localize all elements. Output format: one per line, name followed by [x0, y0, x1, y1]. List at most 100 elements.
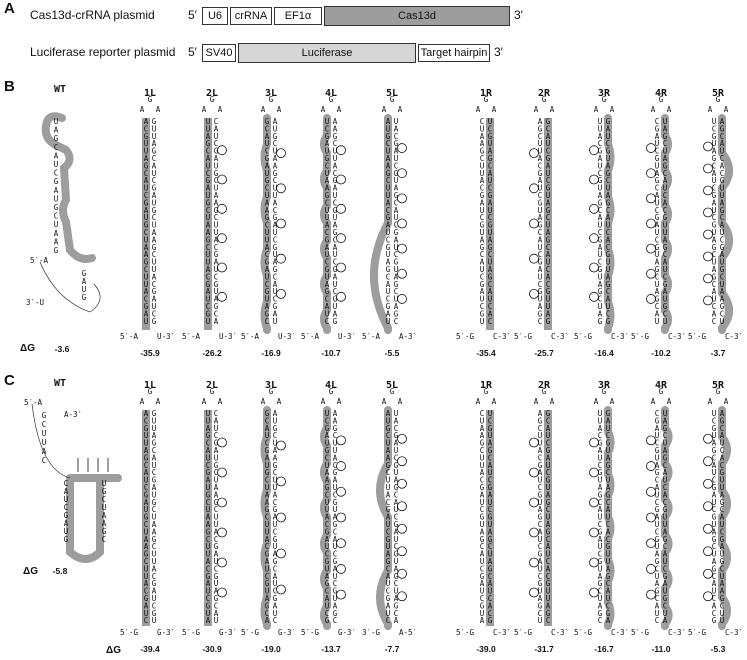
panel-c-2r-dg: -31.7 [534, 644, 554, 654]
panel-c-4l-left-nt: G [325, 579, 330, 588]
panel-c-5r-left-nt: C [712, 505, 717, 514]
panel-c-2l-left-nt: U [206, 453, 211, 462]
panel-b-4l-right-nt: U [333, 250, 338, 259]
panel-c-3r-right-nt: A [606, 616, 611, 625]
panel-c-5l-left-nt: G [386, 424, 391, 433]
panel-b-2l-left-nt: G [206, 139, 211, 148]
panel-b-4l-name: 4L [324, 88, 338, 99]
panel-b-2r-loop-top: G [542, 95, 547, 104]
panel-b-2r-dg: -25.7 [534, 348, 554, 358]
panel-c-wt-right-nt: G [102, 527, 107, 536]
panel-c-5r-left-nt: A [712, 461, 717, 470]
panel-b-4l-left-nt: A [325, 139, 330, 148]
panel-c-5l-right-nt: C [394, 513, 399, 522]
panel-c-2r-right-nt: G [546, 446, 551, 455]
panel-c-1l-right-nt: G [152, 409, 157, 418]
panel-b-5l-right-nt: C [394, 317, 399, 326]
panel-b-4l-right-nt: A [333, 221, 338, 230]
panel-c-3r-right-nt: C [606, 601, 611, 610]
panel-c-2r-left-nt: A [538, 409, 543, 418]
panel-c-4l-name: 4L [324, 380, 338, 391]
panel-c-2r-right-nt: G [546, 476, 551, 485]
panel-b-1l-right-nt: U [152, 132, 157, 141]
panel-c-4r-left-nt: C [655, 498, 660, 507]
panel-c-3l-five-end: 5′-G [241, 628, 260, 637]
panel-b-5r-left-nt: A [712, 265, 717, 274]
panel-b-5r-mismatch-circle [703, 251, 713, 262]
panel-c-4r-left-nt: A [655, 550, 660, 559]
panel-b-4l-dg: -10.7 [321, 348, 341, 358]
panel-c-4r-left-nt: C [655, 476, 660, 485]
panel-b-3l-left-nt: C [265, 221, 270, 230]
panel-b-2l-right-nt: U [214, 161, 219, 170]
panel-c-4r-loop-right: A [667, 397, 672, 406]
panel-c-4r-right-nt: U [663, 513, 668, 522]
panel-c-4r-right-nt: C [663, 431, 668, 440]
panel-c-wt-right-nt: U [102, 503, 107, 512]
panel-c-3l-right-nt: A [273, 601, 278, 610]
panel-c-2l-left-nt: U [206, 609, 211, 618]
panel-c-3l-loop-right: A [277, 397, 282, 406]
panel-b-1l-left-nt: C [144, 124, 149, 133]
panel-b-3r-right-nt: U [606, 302, 611, 311]
panel-c-2r-left-nt: U [538, 564, 543, 573]
panel-b-5l-three-end: A-3′ [399, 332, 418, 341]
panel-c-3r-right-nt: C [606, 498, 611, 507]
panel-c-1r-right-nt: G [488, 564, 493, 573]
panel-c-4l-left-nt: A [325, 431, 330, 440]
panel-c-3l-left-nt: U [265, 520, 270, 529]
panel-b-5l-mismatch-circle [397, 218, 407, 229]
panel-b-3r-right-nt: G [606, 117, 611, 126]
panel-b-4l-right-nt: G [333, 295, 338, 304]
panel-b-2l-right-nt: G [214, 147, 219, 156]
panel-c-5l-right-nt: G [394, 572, 399, 581]
panel-b-2r-right-nt: U [546, 258, 551, 267]
panel-c-5l-right-nt: A [394, 527, 399, 536]
panel-c-2l-left-nt: C [206, 498, 211, 507]
panel-c-4r-left-nt: A [655, 601, 660, 610]
panel-c-wt-dg-label: ΔG [23, 566, 38, 577]
panel-b-1l-right-nt: A [152, 228, 157, 237]
panel-b-4l-left-nt: A [325, 302, 330, 311]
panel-b-1l-left-nt: A [144, 250, 149, 259]
panel-c-2l-right-nt: U [214, 513, 219, 522]
panel-c-5l-dg: -7.7 [384, 644, 400, 654]
panel-b-5r-left-nt: G [712, 243, 717, 252]
panel-c-2r-right-nt: U [546, 431, 551, 440]
panel-c-1r-left-nt: G [480, 601, 485, 610]
panel-c-2l-right-nt: A [214, 609, 219, 618]
panel-b-4l-strand-path [320, 114, 331, 334]
panel-c-4l-right-nt: C [333, 527, 338, 536]
panel-b-2l-right-nt: G [214, 169, 219, 178]
panel-b-2l-left-nt: G [206, 176, 211, 185]
panel-b-2l-right-nt: G [214, 302, 219, 311]
panel-c-2l-left-nt: G [206, 468, 211, 477]
panel-b-2l-right-nt: A [214, 258, 219, 267]
panel-c-1r-left-nt: U [480, 557, 485, 566]
panel-b-2r-three-end: C-3′ [551, 332, 570, 341]
panel-b-3r-left-nt: C [598, 206, 603, 215]
panel-c-4l-left-nt: U [325, 498, 330, 507]
panel-c-3l-name: 3L [264, 380, 278, 391]
panel-c-2l-left-nt: U [206, 550, 211, 559]
panel-b-2l-loop-right: A [218, 105, 223, 114]
panel-b-5l-right-nt: G [394, 309, 399, 318]
panel-c-5l-mismatch-circle [397, 523, 407, 534]
panel-b-5r-left-nt: A [712, 169, 717, 178]
panel-c-5r-right-nt: U [720, 550, 725, 559]
panel-c-1r-right-nt: C [488, 572, 493, 581]
panel-c-2r-left-nt: U [538, 616, 543, 625]
panel-c-1l-left-nt: G [144, 424, 149, 433]
panel-c-2r-left-nt: C [538, 542, 543, 551]
panel-b-4l-left-nt: G [325, 265, 330, 274]
panel-c-1l-right-nt: U [152, 424, 157, 433]
panel-c-1r-right-nt: C [488, 542, 493, 551]
panel-c-2l-mismatch-circle [217, 557, 227, 568]
panel-b-5r-left-nt: U [712, 228, 717, 237]
panel-c-2r-right-nt: A [546, 564, 551, 573]
panel-c-2r-left-nt: G [538, 416, 543, 425]
panel-b-5r-left-nt: U [712, 139, 717, 148]
panel-b-2l-right-nt: U [214, 287, 219, 296]
panel-c-4l-right-nt: G [333, 587, 338, 596]
panel-c-3r-left-nt: U [598, 476, 603, 485]
